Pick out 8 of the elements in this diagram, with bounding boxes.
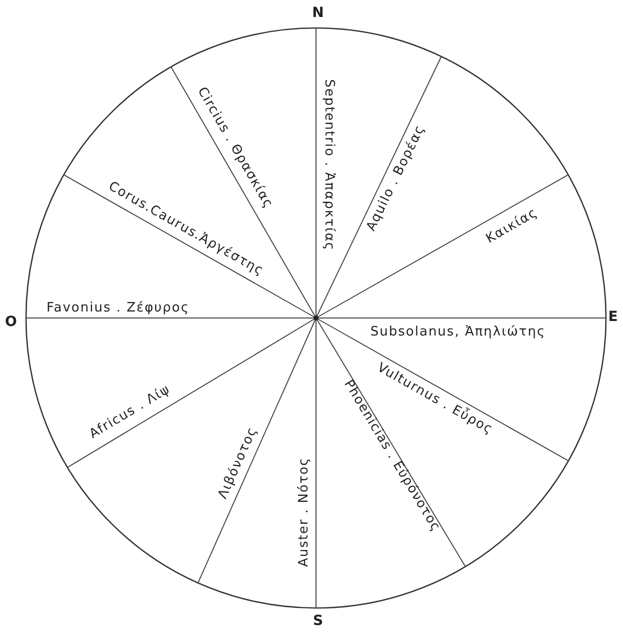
compass-letter: S (312, 614, 324, 628)
compass-letter: N (312, 6, 324, 20)
wind-name: Subsolanus, Ἀπηλιώτης (370, 326, 546, 338)
wind-name: Favonius . Ζέφυρος (46, 302, 190, 314)
wind-name: Septentrio . Ἀπαρκτίας (322, 79, 336, 251)
compass-letter: O (5, 315, 17, 329)
compass-letter: E (608, 310, 618, 324)
wind-name: Auster . Νότος (298, 457, 310, 567)
